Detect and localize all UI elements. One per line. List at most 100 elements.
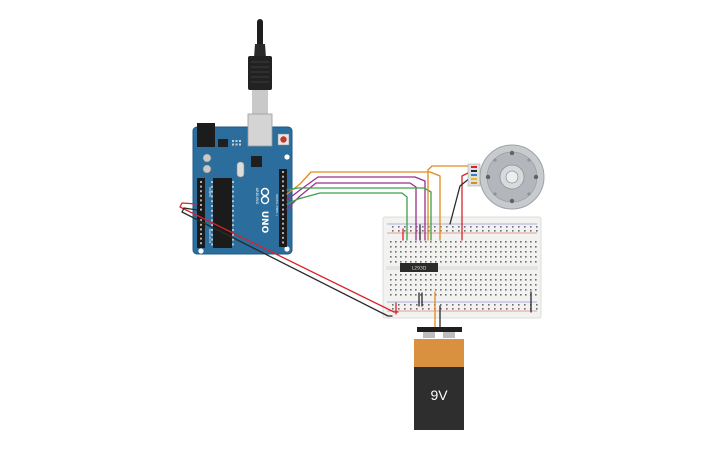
rail-hole[interactable]: [398, 308, 400, 310]
breadboard-hole[interactable]: [420, 279, 422, 281]
breadboard-hole[interactable]: [460, 289, 462, 291]
icsp-pin[interactable]: [235, 140, 238, 142]
breadboard-hole[interactable]: [495, 294, 497, 296]
breadboard-hole[interactable]: [535, 251, 537, 253]
breadboard-hole[interactable]: [410, 251, 412, 253]
rail-hole[interactable]: [482, 230, 484, 232]
breadboard-hole[interactable]: [495, 256, 497, 258]
breadboard-hole[interactable]: [445, 289, 447, 291]
breadboard-hole[interactable]: [435, 251, 437, 253]
rail-hole[interactable]: [512, 226, 514, 228]
rail-hole[interactable]: [506, 230, 508, 232]
breadboard-hole[interactable]: [515, 279, 517, 281]
breadboard-hole[interactable]: [395, 261, 397, 263]
wire-red-arduino-5v[interactable]: [179, 202, 399, 313]
breadboard-hole[interactable]: [420, 251, 422, 253]
breadboard-hole[interactable]: [535, 241, 537, 243]
breadboard-hole[interactable]: [510, 241, 512, 243]
breadboard-hole[interactable]: [470, 251, 472, 253]
rail-hole[interactable]: [458, 226, 460, 228]
breadboard-hole[interactable]: [520, 256, 522, 258]
breadboard-hole[interactable]: [460, 251, 462, 253]
power-pin-a4[interactable]: [200, 237, 202, 240]
breadboard-hole[interactable]: [405, 251, 407, 253]
breadboard-hole[interactable]: [430, 241, 432, 243]
breadboard-hole[interactable]: [505, 284, 507, 286]
rail-hole[interactable]: [482, 226, 484, 228]
breadboard-hole[interactable]: [500, 284, 502, 286]
breadboard-hole[interactable]: [475, 246, 477, 248]
breadboard-hole[interactable]: [410, 289, 412, 291]
breadboard-hole[interactable]: [480, 251, 482, 253]
power-pin-5v[interactable]: [200, 194, 202, 197]
breadboard-hole[interactable]: [425, 279, 427, 281]
breadboard-hole[interactable]: [485, 241, 487, 243]
breadboard-hole[interactable]: [410, 241, 412, 243]
breadboard-hole[interactable]: [515, 256, 517, 258]
breadboard-hole[interactable]: [495, 261, 497, 263]
wire-purple-arduino-to-driver-2[interactable]: [286, 182, 417, 241]
breadboard-hole[interactable]: [400, 261, 402, 263]
digital-pin-12[interactable]: [282, 227, 284, 230]
breadboard-hole[interactable]: [430, 256, 432, 258]
breadboard-hole[interactable]: [490, 274, 492, 276]
rail-hole[interactable]: [506, 304, 508, 306]
breadboard-hole[interactable]: [425, 284, 427, 286]
breadboard-hole[interactable]: [490, 261, 492, 263]
rail-hole[interactable]: [470, 308, 472, 310]
breadboard-hole[interactable]: [465, 279, 467, 281]
power-analog-header-pins[interactable]: [200, 181, 202, 245]
rail-hole[interactable]: [452, 304, 454, 306]
breadboard-hole[interactable]: [455, 241, 457, 243]
breadboard-hole[interactable]: [425, 274, 427, 276]
breadboard-hole[interactable]: [400, 256, 402, 258]
breadboard-hole[interactable]: [480, 284, 482, 286]
rail-hole[interactable]: [512, 308, 514, 310]
breadboard-hole[interactable]: [445, 241, 447, 243]
digital-pin-9[interactable]: [282, 213, 284, 216]
breadboard-hole[interactable]: [505, 246, 507, 248]
rail-hole[interactable]: [428, 230, 430, 232]
breadboard-hole[interactable]: [435, 261, 437, 263]
breadboard-hole[interactable]: [425, 241, 427, 243]
breadboard-hole[interactable]: [485, 289, 487, 291]
breadboard-hole[interactable]: [500, 279, 502, 281]
digital-pin-11[interactable]: [282, 222, 284, 225]
breadboard-hole[interactable]: [440, 256, 442, 258]
breadboard-hole[interactable]: [405, 246, 407, 248]
breadboard-hole[interactable]: [485, 284, 487, 286]
digital-pin-5[interactable]: [282, 194, 284, 197]
breadboard-hole[interactable]: [435, 274, 437, 276]
breadboard-hole[interactable]: [400, 284, 402, 286]
rail-hole[interactable]: [446, 304, 448, 306]
digital-header-strip[interactable]: [279, 169, 287, 247]
breadboard-hole[interactable]: [450, 279, 452, 281]
breadboard-hole[interactable]: [490, 284, 492, 286]
breadboard-hole[interactable]: [400, 294, 402, 296]
breadboard-hole[interactable]: [535, 294, 537, 296]
breadboard-hole[interactable]: [495, 279, 497, 281]
breadboard-hole[interactable]: [435, 289, 437, 291]
breadboard-hole[interactable]: [460, 274, 462, 276]
breadboard-hole[interactable]: [510, 261, 512, 263]
digital-pin-13[interactable]: [282, 232, 284, 235]
breadboard-hole[interactable]: [400, 289, 402, 291]
breadboard-hole[interactable]: [525, 241, 527, 243]
breadboard-hole[interactable]: [395, 284, 397, 286]
breadboard-hole[interactable]: [440, 251, 442, 253]
power-pin-a5[interactable]: [200, 242, 202, 245]
breadboard-hole[interactable]: [480, 279, 482, 281]
breadboard-hole[interactable]: [460, 246, 462, 248]
breadboard-hole[interactable]: [515, 241, 517, 243]
rail-hole[interactable]: [422, 304, 424, 306]
breadboard-hole[interactable]: [390, 251, 392, 253]
breadboard-hole[interactable]: [400, 241, 402, 243]
breadboard-hole[interactable]: [395, 251, 397, 253]
breadboard-hole[interactable]: [485, 246, 487, 248]
breadboard-hole[interactable]: [475, 256, 477, 258]
breadboard-hole[interactable]: [390, 246, 392, 248]
motor-driver-ic[interactable]: L293D: [400, 263, 438, 272]
breadboard-hole[interactable]: [425, 251, 427, 253]
digital-pin-2[interactable]: [282, 180, 284, 183]
